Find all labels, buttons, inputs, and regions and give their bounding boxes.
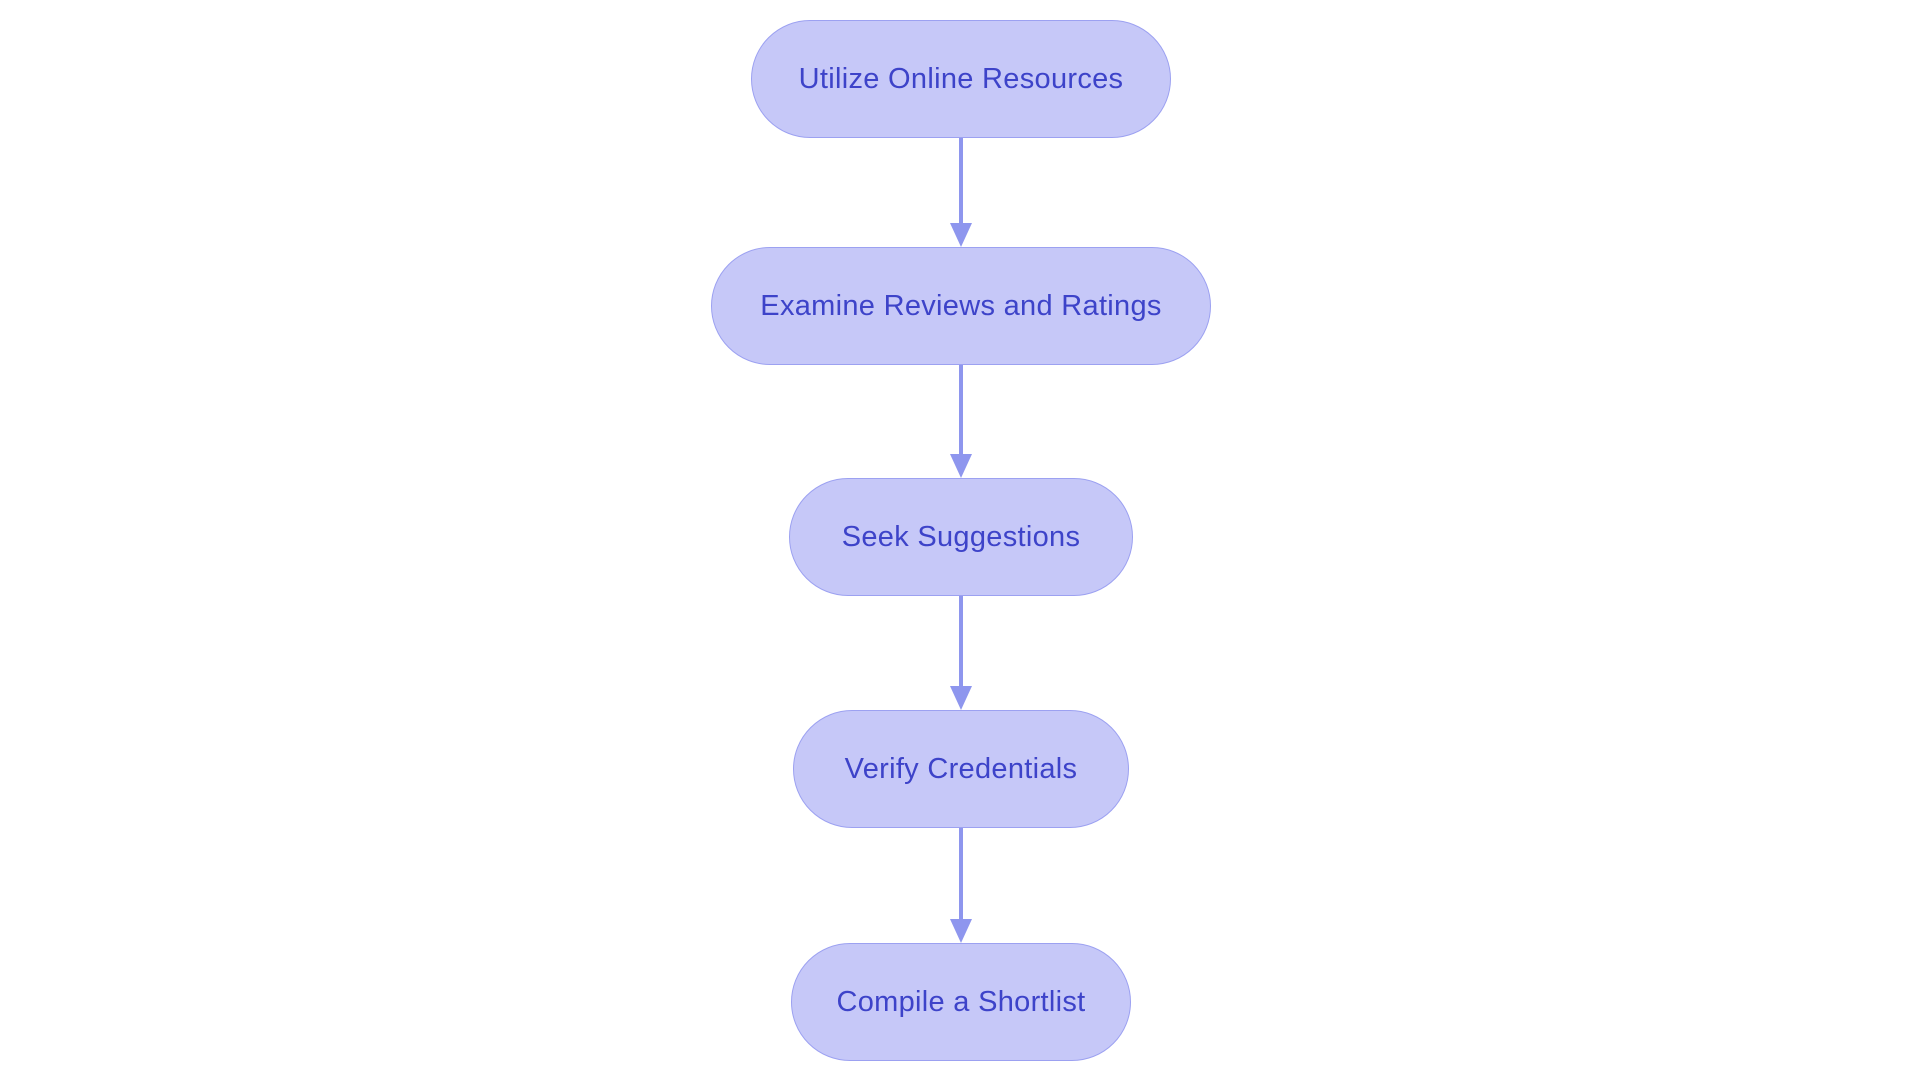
flow-arrow-n1-to-n2	[950, 138, 972, 247]
flow-node-seek-suggestions: Seek Suggestions	[789, 478, 1133, 596]
flow-node-label: Seek Suggestions	[841, 520, 1081, 553]
arrow-shaft	[959, 828, 963, 923]
flow-node-verify-credentials: Verify Credentials	[793, 710, 1129, 828]
flow-arrow-n3-to-n4	[950, 596, 972, 710]
flow-node-examine-reviews-and-ratings: Examine Reviews and Ratings	[711, 247, 1211, 365]
arrowhead-down-icon	[950, 919, 972, 943]
flow-node-label: Examine Reviews and Ratings	[760, 289, 1162, 322]
arrowhead-down-icon	[950, 223, 972, 247]
flow-node-compile-a-shortlist: Compile a Shortlist	[791, 943, 1131, 1061]
flow-arrow-n2-to-n3	[950, 365, 972, 478]
arrow-shaft	[959, 365, 963, 458]
arrowhead-down-icon	[950, 686, 972, 710]
flow-node-label: Verify Credentials	[844, 752, 1078, 785]
flow-arrow-n4-to-n5	[950, 828, 972, 943]
arrowhead-down-icon	[950, 454, 972, 478]
flow-node-label: Utilize Online Resources	[798, 62, 1124, 95]
flow-node-label: Compile a Shortlist	[836, 985, 1086, 1018]
flow-node-utilize-online-resources: Utilize Online Resources	[751, 20, 1171, 138]
arrow-shaft	[959, 596, 963, 690]
arrow-shaft	[959, 138, 963, 227]
